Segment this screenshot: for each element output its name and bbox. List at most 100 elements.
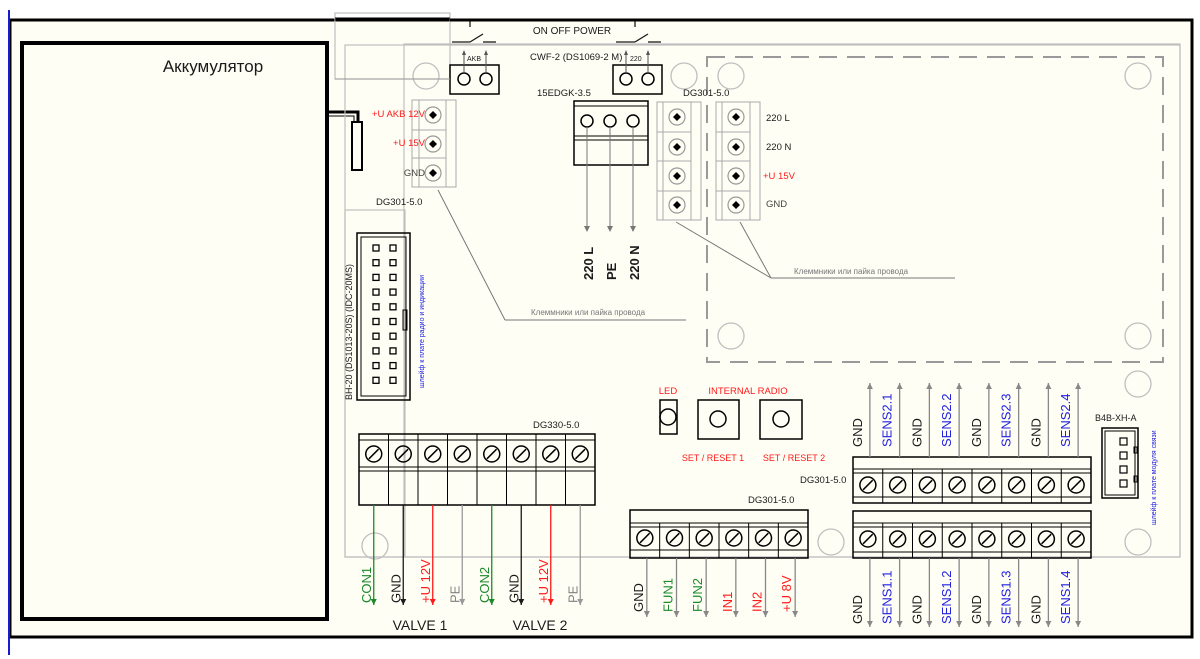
wire-arrow-icon bbox=[866, 383, 873, 389]
screw-terminal-icon bbox=[424, 445, 442, 463]
psu-terminal-right bbox=[715, 101, 761, 221]
header-pin bbox=[389, 273, 397, 282]
screw-slot bbox=[862, 479, 874, 491]
io-pin-label: IN1 bbox=[720, 592, 735, 612]
screw-terminal-icon bbox=[725, 529, 743, 547]
terminal-pin-dot bbox=[673, 172, 681, 180]
screw-slot bbox=[951, 533, 963, 545]
wire-arrow-icon bbox=[703, 611, 710, 617]
screw-terminal-icon bbox=[542, 445, 560, 463]
wire-arrow-icon bbox=[643, 611, 650, 617]
valve-pin-label: +U 12V bbox=[536, 559, 551, 603]
sens-pin-label: SENS1.1 bbox=[880, 571, 895, 624]
screw-terminal-icon bbox=[784, 529, 802, 547]
terminal-pin-icon bbox=[727, 167, 745, 185]
wire-arrow-icon bbox=[1075, 621, 1082, 627]
header-pin bbox=[389, 244, 397, 252]
io-pin-label: FUN1 bbox=[661, 578, 676, 612]
wire-arrow-icon bbox=[518, 599, 525, 605]
screw-terminal-icon bbox=[453, 445, 471, 463]
screw-slot bbox=[862, 533, 874, 545]
terminal-pin-icon bbox=[424, 135, 442, 153]
sens-pin-label: GND bbox=[850, 418, 865, 447]
valve-pin-label: GND bbox=[506, 574, 521, 603]
screw-slot bbox=[951, 479, 963, 491]
screw-terminal-icon bbox=[1007, 530, 1026, 548]
wire-arrow-icon bbox=[1015, 383, 1022, 389]
power-title: ON OFF POWER bbox=[533, 26, 611, 37]
wire-arrow-icon bbox=[926, 383, 933, 389]
screw-slot bbox=[639, 532, 651, 544]
terminal-pin-dot bbox=[732, 143, 740, 151]
wire-arrow-icon bbox=[1045, 621, 1052, 627]
header-pin bbox=[372, 244, 380, 252]
battery-lead bbox=[327, 110, 360, 124]
set-reset-2-button[interactable] bbox=[759, 399, 803, 440]
screw-slot bbox=[922, 479, 933, 491]
screw-terminal-icon bbox=[365, 445, 383, 463]
screw-terminal-icon bbox=[1037, 476, 1056, 494]
header-pin bbox=[372, 288, 380, 296]
screw-terminal-icon bbox=[483, 445, 501, 463]
wire-note-1: Клеммники или пайка провода bbox=[531, 308, 646, 317]
wire-arrow-icon bbox=[762, 611, 769, 617]
screw-terminal-icon bbox=[859, 530, 877, 548]
io-pin-label: IN2 bbox=[750, 592, 765, 612]
set-reset-1-label: SET / RESET 1 bbox=[682, 453, 744, 463]
wire-arrow-icon bbox=[985, 383, 992, 389]
wire-arrow-icon bbox=[400, 599, 407, 605]
psu-pin-label: 220 N bbox=[766, 142, 791, 153]
io-pin-label: GND bbox=[631, 583, 646, 612]
wire-arrow-icon bbox=[673, 611, 680, 617]
battery-plug bbox=[351, 121, 363, 171]
screw-slot bbox=[1041, 533, 1052, 545]
comm-connector-model: B4B-XH-A bbox=[1095, 413, 1137, 423]
screw-slot bbox=[1011, 479, 1022, 491]
valve-group-label: VALVE 1 bbox=[393, 617, 448, 633]
mains-pin-label: PE bbox=[604, 262, 619, 280]
screw-slot bbox=[787, 532, 799, 544]
sens-pin-label: GND bbox=[969, 595, 984, 624]
sens-pin-label: GND bbox=[909, 418, 924, 447]
io-pin-label: FUN2 bbox=[690, 578, 705, 612]
header-pin bbox=[389, 347, 397, 355]
220-switch-connector: 220 bbox=[612, 50, 663, 95]
screw-slot bbox=[486, 448, 498, 460]
ribbon-header-model: BH-20 (DS1013-20S) (IDC-20MS) bbox=[344, 264, 354, 400]
wire-arrow-icon bbox=[866, 621, 873, 627]
screw-slot bbox=[892, 479, 903, 491]
screw-slot bbox=[368, 448, 380, 460]
screw-terminal-icon bbox=[948, 476, 966, 494]
mounting-holes bbox=[361, 62, 1152, 560]
comm-connector bbox=[1101, 427, 1139, 499]
screw-slot bbox=[515, 448, 527, 460]
screw-slot bbox=[1070, 533, 1082, 545]
valve-pin-label: CON1 bbox=[359, 567, 374, 603]
sens-pin-label: SENS2.1 bbox=[880, 394, 895, 447]
sens-pin-label: GND bbox=[1028, 418, 1043, 447]
sens-pin-label: GND bbox=[969, 418, 984, 447]
set-reset-1-button[interactable] bbox=[697, 399, 740, 440]
terminal-pin-icon bbox=[727, 138, 745, 156]
wire-note-2: Клеммники или пайка провода bbox=[794, 267, 909, 276]
akb-terminal-block bbox=[411, 99, 457, 188]
terminal-pin-dot bbox=[429, 140, 437, 148]
screw-slot bbox=[981, 479, 993, 491]
sens-pin-label: SENS1.2 bbox=[939, 571, 954, 624]
screw-terminal-icon bbox=[636, 529, 654, 547]
screw-terminal-icon bbox=[859, 476, 877, 494]
ribbon-header bbox=[356, 232, 411, 401]
valve-pin-label: +U 12V bbox=[418, 559, 433, 603]
akb-pin-label: +U 15V bbox=[393, 138, 426, 149]
mains-connector bbox=[573, 100, 649, 232]
screw-slot bbox=[922, 533, 933, 545]
valve-pin-label: GND bbox=[388, 574, 403, 603]
header-pin bbox=[372, 361, 380, 370]
screw-terminal-icon bbox=[978, 476, 996, 494]
psu-pin-label: +U 15V bbox=[763, 171, 796, 182]
header-pin bbox=[389, 361, 397, 370]
screw-terminal-icon bbox=[695, 529, 713, 547]
terminal-pin-icon bbox=[668, 167, 686, 185]
sens-pin-label: SENS1.4 bbox=[1058, 571, 1073, 624]
psu-pin-label: GND bbox=[766, 199, 787, 210]
